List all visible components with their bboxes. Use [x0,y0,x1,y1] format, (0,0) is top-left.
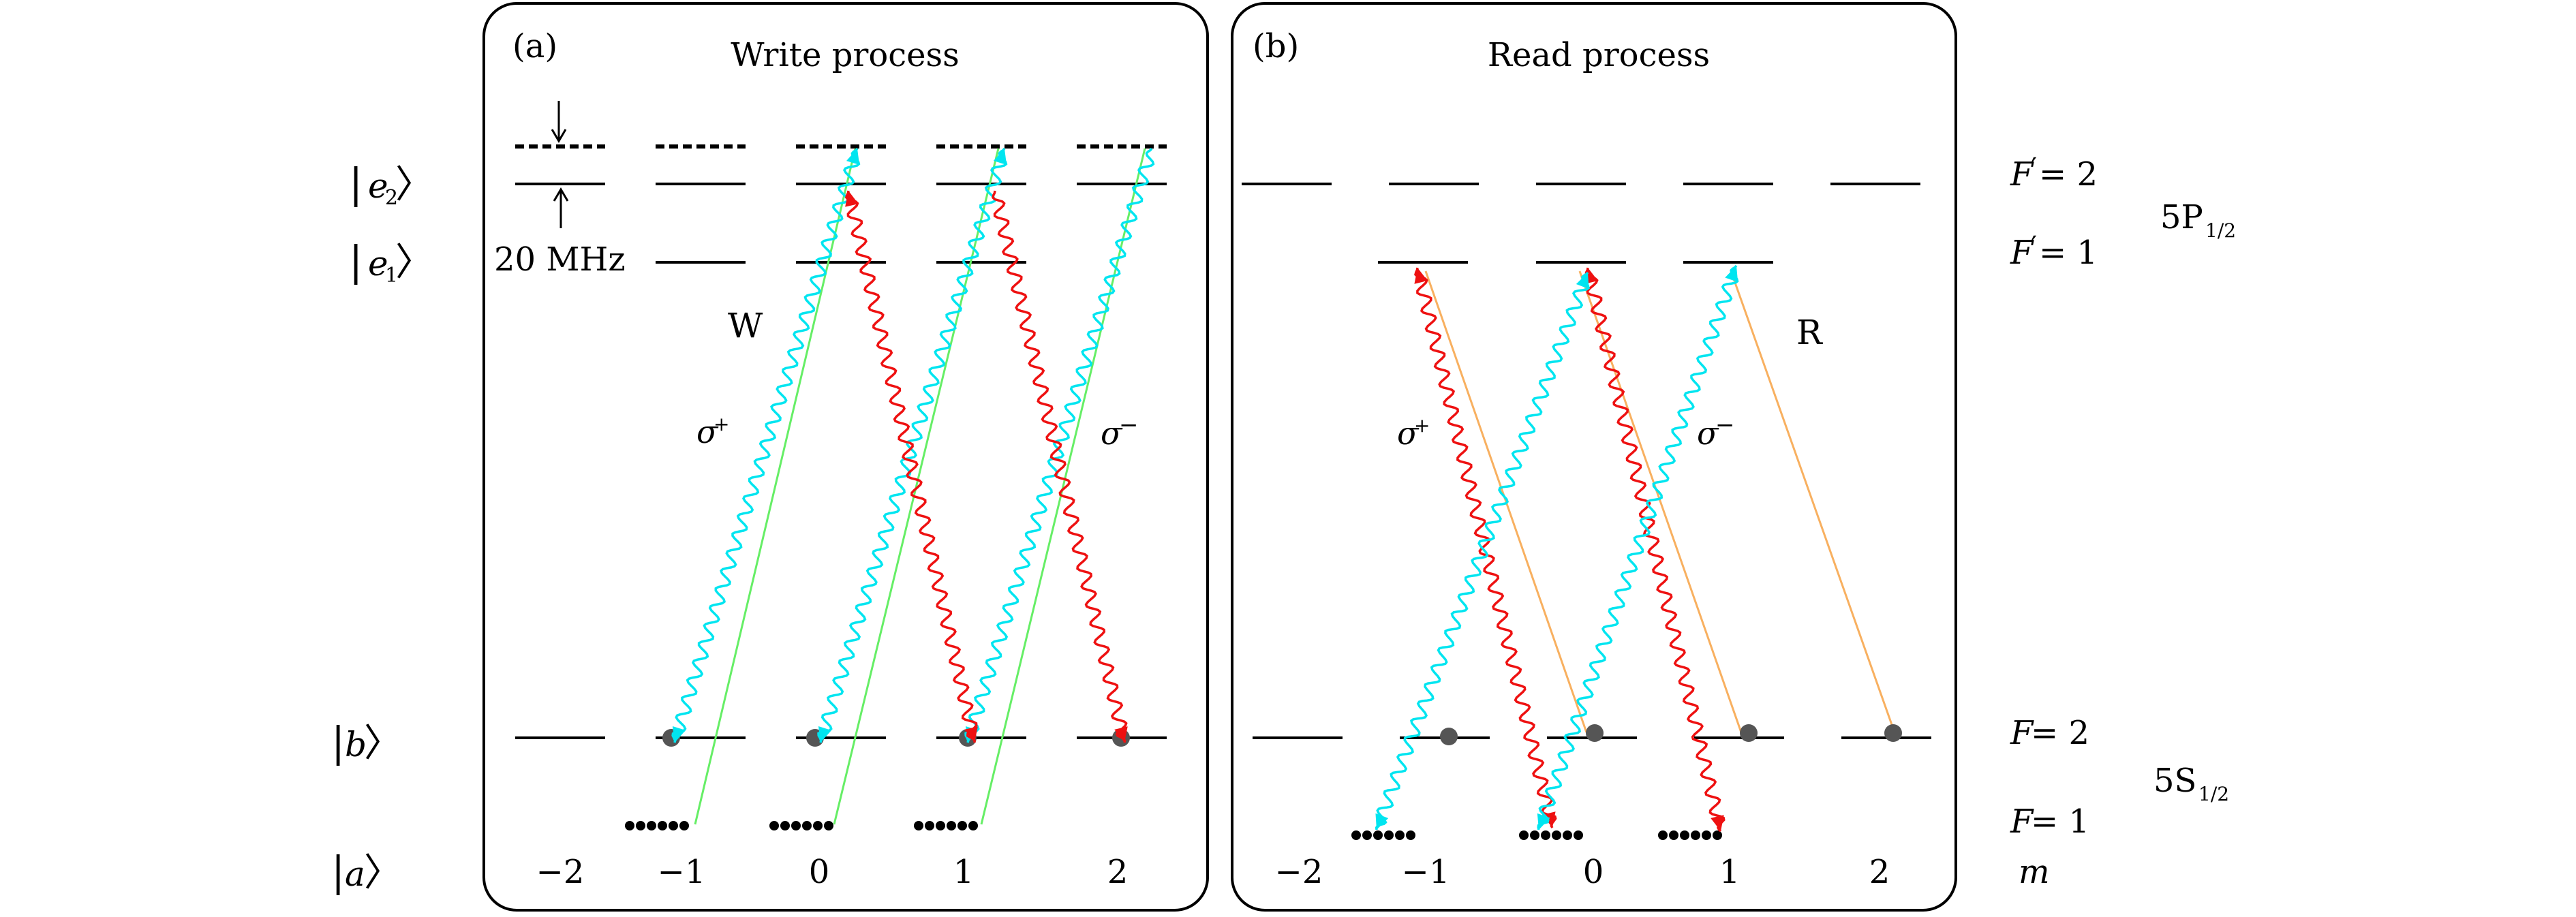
svg-text:+: + [1414,414,1430,437]
svg-text:F: F [2010,714,2034,752]
write-beams [694,148,1146,825]
m-labels-a: −2 −1 0 1 2 [536,853,1129,891]
photons-read [1375,264,1739,833]
svg-text:0: 0 [1583,853,1604,891]
svg-text:e: e [368,244,388,283]
panel-b-tag: (b) [1253,27,1299,65]
svg-text:= 1: = 1 [2031,803,2089,841]
svg-text:F: F [2010,155,2034,193]
panel-a-frame [482,2,1209,912]
panel-b-frame [1231,2,1957,912]
svg-text:−1: −1 [1402,853,1450,891]
atoms-b-b [1440,724,1902,745]
label-f-2: F = 2 [2010,714,2089,752]
svg-text:5S: 5S [2153,762,2196,800]
write-field-label: W [728,306,763,345]
ket-e1-label: | e 1 〉 [349,238,433,287]
sigma-minus-label-b: σ − [1697,411,1735,452]
read-beams [1424,270,1896,733]
svg-text:= 1: = 1 [2039,234,2098,272]
read-photon-cyan-2 [1537,264,1739,830]
svg-text:1: 1 [385,264,398,287]
atom-dots-a-b [1351,830,1722,840]
svg-text:0: 0 [809,853,830,891]
svg-text:−2: −2 [1275,853,1323,891]
photons-write [671,147,1155,743]
svg-text:2: 2 [385,186,398,210]
svg-text:1: 1 [953,853,975,891]
svg-text:σ: σ [696,414,719,450]
atom-dots-a-a [625,821,978,830]
ket-e2-label: | e 2 〉 [349,160,433,210]
read-photon-red-2 [1584,267,1726,833]
panel-b-title: Read process [1488,36,1710,74]
svg-text:〉: 〉 [395,240,433,285]
detuning-marker [551,101,569,228]
svg-text:σ: σ [1101,415,1123,452]
panel-a-title: Write process [731,36,960,74]
svg-text:1/2: 1/2 [2205,219,2236,242]
svg-text:|: | [349,160,363,208]
svg-text:a: a [345,854,365,894]
sigma-plus-label-a: σ + [696,413,729,450]
m-labels-b: −2 −1 0 1 2 [1275,853,1890,891]
term-5s12: 5S 1/2 [2153,762,2229,805]
write-photon-cyan-2 [817,147,1008,743]
svg-text:e: e [368,166,388,206]
panel-a-tag: (a) [512,27,557,65]
detuning-label: 20 MHz [494,240,626,279]
svg-text:σ: σ [1397,415,1420,452]
svg-text:1/2: 1/2 [2198,783,2229,805]
svg-text:−: − [1715,411,1735,439]
ket-a-label: | a 〉 [331,848,402,896]
svg-text:〉: 〉 [364,721,402,766]
svg-text:+: + [714,413,729,435]
svg-text:σ: σ [1697,415,1719,452]
term-5p12: 5P 1/2 [2160,198,2236,242]
svg-text:5P: 5P [2160,198,2203,236]
svg-text:|: | [331,848,345,896]
svg-text:〉: 〉 [395,163,433,207]
svg-text:= 2: = 2 [2031,714,2089,752]
read-field-label: R [1796,313,1823,352]
m-symbol: m [2019,853,2050,891]
svg-text:|: | [349,238,363,285]
svg-text:F: F [2010,234,2034,272]
ket-b-label: | b 〉 [331,719,402,766]
label-fprime-2: F ′ = 2 [2010,153,2098,193]
svg-text:′: ′ [2031,153,2037,184]
sigma-minus-label-a: σ − [1101,411,1139,452]
read-photon-cyan-1 [1375,271,1590,830]
svg-text:2: 2 [1107,853,1129,891]
write-photon-red-2 [992,190,1128,743]
svg-text:〉: 〉 [364,851,402,895]
read-photon-red-1 [1414,267,1557,828]
write-photon-cyan-1 [671,147,861,743]
svg-text:2: 2 [1869,853,1890,891]
sigma-plus-label-b: σ + [1397,414,1430,452]
svg-text:= 2: = 2 [2039,155,2098,193]
write-photon-red-1 [844,190,978,743]
label-f-1: F = 1 [2010,803,2089,841]
svg-text:−: − [1119,411,1139,439]
svg-text:F: F [2010,803,2034,841]
svg-text:−2: −2 [536,853,585,891]
svg-text:|: | [331,719,345,766]
svg-text:′: ′ [2031,231,2037,262]
svg-text:−1: −1 [658,853,706,891]
svg-text:1: 1 [1719,853,1741,891]
label-fprime-1: F ′ = 1 [2010,231,2098,272]
svg-text:b: b [345,725,367,764]
